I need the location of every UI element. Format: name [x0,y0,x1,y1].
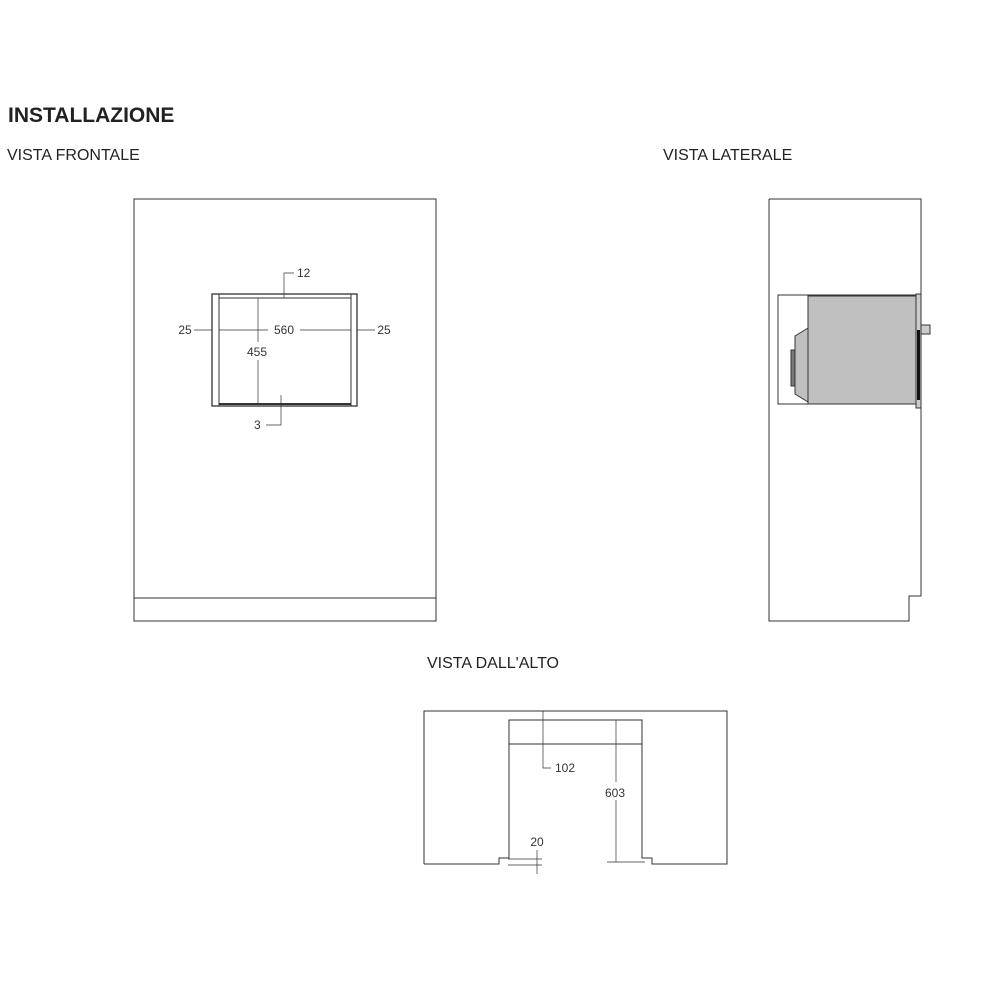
dim-25-left: 25 [178,323,192,337]
cabinet-top-outline [423,710,728,865]
dim-12-leader [283,272,294,298]
cabinet-front [133,198,437,622]
dim-102-leader [542,711,551,769]
dim-3: 3 [254,418,261,432]
oven-door-glass [917,330,920,400]
dim-560: 560 [274,323,294,337]
top-view: 102 603 20 [423,710,728,874]
oven-back-bump [794,327,809,403]
side-view-label: VISTA LATERALE [663,147,793,164]
dim-20: 20 [530,835,544,849]
dim-102: 102 [555,761,575,775]
front-view-label: VISTA FRONTALE [7,147,140,164]
side-view [768,198,931,622]
dim-455: 455 [247,345,267,359]
oven-body [807,295,918,405]
top-view-label: VISTA DALL'ALTO [427,655,559,672]
page-title: INSTALLAZIONE [8,104,175,127]
dim-3-leader [266,395,282,426]
niche-outline [211,293,358,407]
cabinet-side [768,198,922,622]
oven-knob [920,324,931,335]
dim-603: 603 [605,786,625,800]
front-view: 560 455 12 3 25 25 [133,198,437,622]
dim-12: 12 [297,266,311,280]
oven-vent [790,349,796,387]
dim-25-right: 25 [377,323,391,337]
